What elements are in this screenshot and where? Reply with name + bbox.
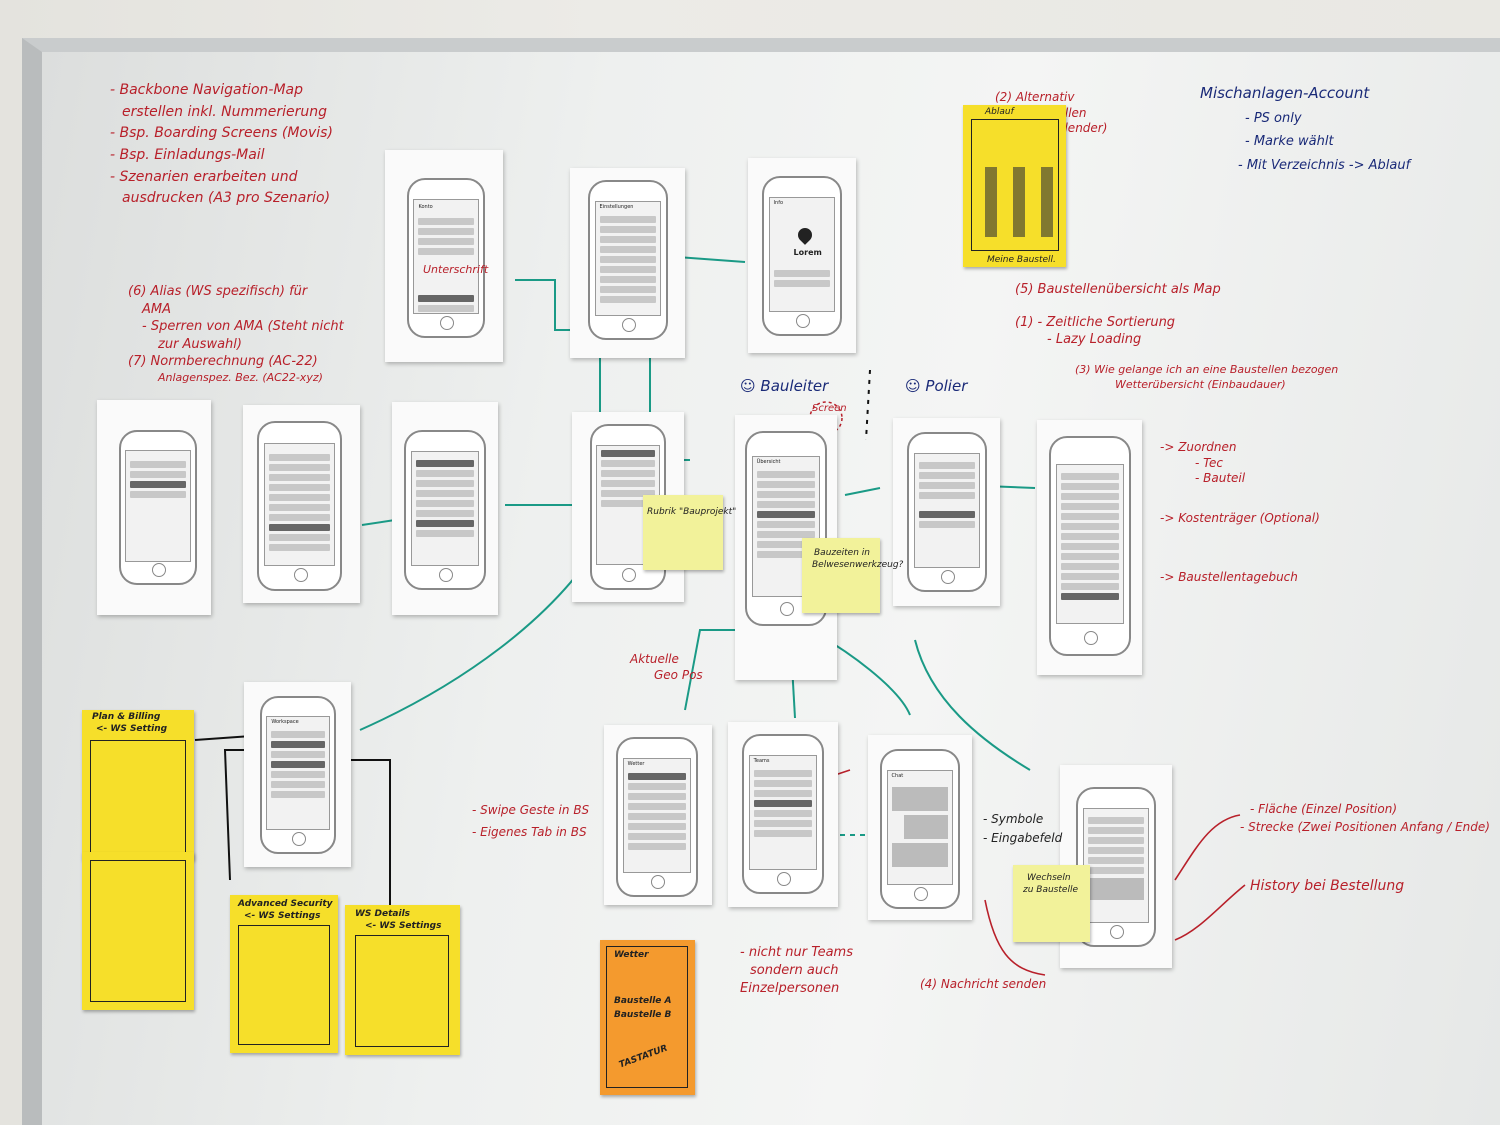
phone-screen-1: [119, 430, 197, 585]
arrow-to-polier: [845, 488, 880, 495]
paper-screen-3: [392, 402, 498, 615]
paper-einstellungen: Einstellungen: [570, 168, 685, 358]
notes-left-mid: (6) Alias (WS spezifisch) für AMA - Sper…: [128, 283, 344, 386]
symbol-notes: - Symbole - Eingabefeld: [983, 810, 1062, 848]
sticky-calendar: Ablauf Meine Baustell.: [963, 105, 1066, 267]
phone-screen-2: [257, 421, 342, 591]
paper-screen-1: [97, 400, 211, 615]
phone-wetter: Wetter: [616, 737, 698, 897]
sticky-advanced-security: Advanced Security <- WS Settings: [230, 895, 338, 1053]
sticky-plan-billing-2: [82, 852, 194, 1010]
divider-roles: [866, 370, 870, 440]
paper-workspace: Workspace: [244, 682, 351, 867]
phone-detail: [1049, 436, 1131, 656]
phone-workspace: Workspace: [260, 696, 336, 854]
teams-note: - nicht nur Teams sondern auch Einzelper…: [740, 944, 853, 999]
paper-chat: Chat: [868, 735, 972, 920]
phone-profile: Konto: [407, 178, 485, 338]
paper-polier: [893, 418, 1000, 606]
paper-profile: Konto Unterschrift: [385, 150, 503, 362]
nachricht-note: (4) Nachricht senden: [920, 978, 1046, 992]
screen-label: Screen: [812, 403, 847, 415]
paper-wetter: Wetter: [604, 725, 712, 905]
paper-info: Info Lorem: [748, 158, 856, 353]
aktuelle-geopos-note: Aktuelle Geo Pos: [630, 652, 703, 683]
sticky-wetter: Wetter Baustelle A Baustelle B TASTATUR: [600, 940, 695, 1095]
lorem-logo-icon: [795, 225, 815, 245]
phone-info: Info Lorem: [762, 176, 842, 336]
phone-polier: [907, 432, 987, 592]
swipe-notes: - Swipe Geste in BS - Eigenes Tab in BS: [472, 800, 589, 843]
notes-top-right: Mischanlagen-Account - PS only - Marke w…: [1200, 80, 1410, 177]
role-bauleiter: ☺ Bauleiter: [740, 378, 828, 395]
unterschrift-note: Unterschrift: [423, 264, 488, 277]
phone-screen-3: [404, 430, 486, 590]
sticky-ws-details: WS Details <- WS Settings: [345, 905, 460, 1055]
phone-chat: Chat: [880, 749, 960, 909]
history-note: History bei Bestellung: [1250, 878, 1404, 894]
paper-teams: Teams: [728, 722, 838, 907]
arrow-history: [1175, 885, 1245, 940]
arrow-flaeche: [1175, 815, 1240, 880]
notes-top-left: - Backbone Navigation-Map erstellen inkl…: [110, 80, 333, 210]
sticky-rubrik: Rubrik "Bauprojekt": [643, 495, 723, 570]
notes-right-side: -> Zuordnen - Tec - Bauteil -> Kostenträ…: [1160, 440, 1320, 586]
sticky-plan-billing: Plan & Billing <- WS Setting: [82, 710, 194, 860]
flaeche-notes: - Fläche (Einzel Position) - Strecke (Zw…: [1240, 800, 1490, 836]
sticky-wechseln: Wechseln zu Baustelle: [1013, 865, 1090, 942]
role-polier: ☺ Polier: [905, 378, 967, 395]
paper-screen-2: [243, 405, 360, 603]
sticky-bauzeiten: Bauzeiten in Belwesenwerkzeug?: [802, 538, 880, 613]
notes-right-mid: (5) Baustellenübersicht als Map (1) - Ze…: [1015, 283, 1338, 390]
phone-einstellungen: Einstellungen: [588, 180, 668, 340]
phone-teams: Teams: [742, 734, 824, 894]
paper-detail: [1037, 420, 1142, 675]
arrow-to-bestell: [362, 520, 395, 525]
